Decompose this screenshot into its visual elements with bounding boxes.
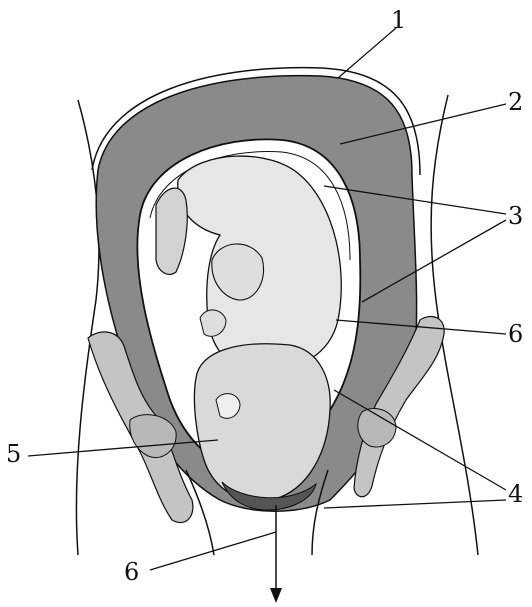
body-contour-left	[76, 100, 99, 555]
label-5: 5	[6, 442, 21, 466]
direction-arrow-head	[270, 588, 282, 603]
label-2: 2	[508, 90, 523, 114]
label-4: 4	[508, 482, 523, 506]
fetal-ear	[216, 394, 240, 419]
label-6-lower: 6	[124, 560, 139, 584]
label-3: 3	[508, 204, 523, 228]
leader-line-6b	[150, 532, 276, 570]
leader-line-1	[338, 28, 396, 78]
label-1: 1	[391, 8, 406, 32]
leader-line-4b	[324, 500, 506, 508]
label-6-upper: 6	[508, 322, 523, 346]
